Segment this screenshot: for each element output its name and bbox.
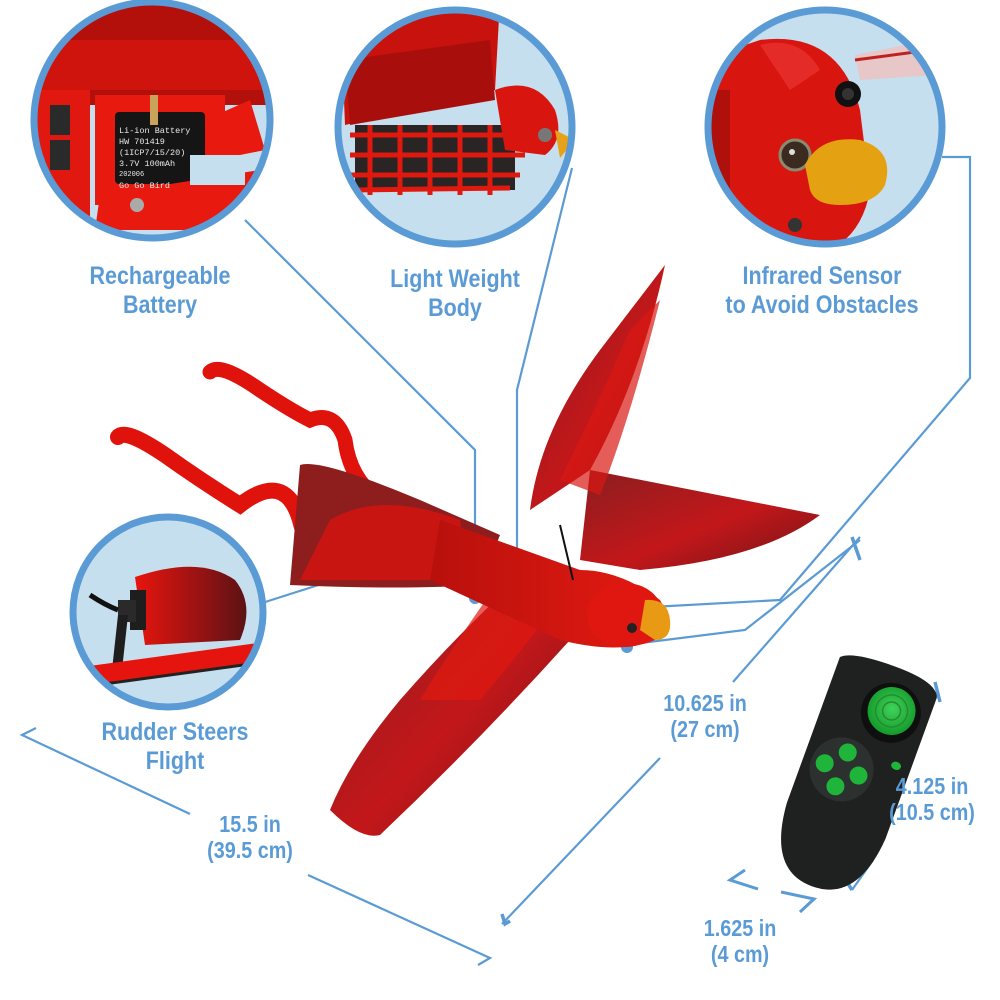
indicator-led — [891, 761, 901, 770]
wing-upper — [530, 265, 665, 510]
button-right — [849, 766, 868, 785]
remote-controller-image — [781, 655, 937, 890]
bird-toy-image — [110, 265, 820, 836]
joystick — [867, 686, 916, 735]
rudder-closeup-image — [69, 513, 267, 711]
button-up — [838, 743, 857, 762]
battery-spec-text: Li-ion Battery HW 701419 (1ICP7/15/20) 3… — [119, 126, 191, 191]
wing-right-back — [580, 470, 820, 570]
dimension-wingspan: 15.5 in (39.5 cm) — [207, 811, 293, 863]
bird-head-closeup-image — [704, 6, 946, 248]
button-down — [826, 777, 845, 796]
feature-label-body: Light Weight Body — [390, 265, 520, 322]
dimension-remote-length: 4.125 in (10.5 cm) — [889, 773, 975, 825]
tail-ribbon-upper — [202, 361, 403, 518]
battery-closeup-image — [30, 0, 274, 242]
feature-label-sensor: Infrared Sensor to Avoid Obstacles — [725, 262, 919, 319]
feature-label-battery: Rechargeable Battery — [89, 262, 231, 319]
feature-label-rudder: Rudder Steers Flight — [101, 718, 249, 775]
dimension-length: 10.625 in (27 cm) — [663, 690, 747, 742]
button-left — [815, 754, 834, 773]
dimension-remote-width: 1.625 in (4 cm) — [703, 915, 777, 967]
body-frame-closeup-image — [334, 6, 576, 248]
bird-beak — [640, 599, 671, 640]
